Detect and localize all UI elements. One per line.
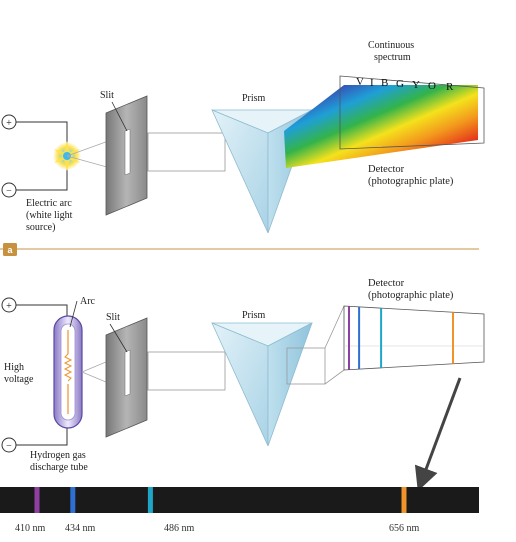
bottom-detector-plate xyxy=(343,305,485,371)
arc-pointer xyxy=(69,300,78,328)
spectrum-line-410 xyxy=(34,487,40,513)
top-prism-label: Prism xyxy=(242,93,266,104)
spectrum-strip-lines xyxy=(34,487,407,513)
top-minus-terminal: − xyxy=(1,182,17,198)
bottom-slit-plate xyxy=(105,317,148,438)
bottom-plus-terminal: + xyxy=(1,297,17,313)
tube-label-1: Hydrogen gas xyxy=(30,450,86,461)
vibgyor-v: V xyxy=(356,76,365,88)
vibgyor-o: O xyxy=(428,80,437,92)
top-beam xyxy=(147,132,226,172)
detector-spectral-lines xyxy=(348,306,454,370)
top-panel: + − Slit Prism xyxy=(1,40,485,234)
vibgyor-i: I xyxy=(370,77,375,89)
panel-divider: a xyxy=(0,243,479,256)
bottom-panel: + − Arc Slit xyxy=(1,278,485,492)
continuous-spectrum-beam xyxy=(284,85,478,168)
tube-label-2: discharge tube xyxy=(30,462,88,473)
bottom-detector-label-2: (photographic plate) xyxy=(368,290,454,301)
bottom-minus-sign: − xyxy=(6,441,12,452)
top-plus-terminal: + xyxy=(1,114,17,130)
spectrum-strip-background xyxy=(0,487,479,513)
source-label-3: source) xyxy=(26,222,55,233)
top-minus-sign: − xyxy=(6,186,12,197)
spectrum-line-434 xyxy=(70,487,76,513)
top-plus-sign: + xyxy=(6,118,12,129)
top-slit-plate xyxy=(105,95,148,216)
voltage-label-1: High xyxy=(4,362,24,373)
bottom-prism xyxy=(211,322,313,447)
wavelength-label-486: 486 nm xyxy=(164,523,195,534)
vibgyor-y: Y xyxy=(412,79,421,91)
arc-label: Arc xyxy=(80,296,96,307)
magnify-arrow xyxy=(414,377,462,492)
wavelength-label-434: 434 nm xyxy=(65,523,96,534)
vibgyor-g: G xyxy=(396,78,405,90)
voltage-label-2: voltage xyxy=(4,374,34,385)
top-prism xyxy=(211,109,313,234)
bottom-exit-beam xyxy=(286,347,326,385)
top-detector-label-2: (photographic plate) xyxy=(368,176,454,187)
spectrum-line-656 xyxy=(401,487,407,513)
continuous-spectrum-label-2: spectrum xyxy=(374,52,411,63)
bottom-beam xyxy=(147,351,226,391)
bottom-detector-label-1: Detector xyxy=(368,278,405,289)
vibgyor-r: R xyxy=(446,81,454,93)
wavelength-label-656: 656 nm xyxy=(389,523,420,534)
top-detector-label-1: Detector xyxy=(368,164,405,175)
panel-tag-a: a xyxy=(7,245,13,255)
source-label-2: (white light xyxy=(26,210,73,221)
top-slit-label: Slit xyxy=(100,90,114,101)
spectrum-line-486 xyxy=(147,487,153,513)
bottom-prism-label: Prism xyxy=(242,310,266,321)
bottom-minus-terminal: − xyxy=(1,437,17,453)
vibgyor-b: B xyxy=(381,77,389,89)
hydrogen-line-spectrum: 410 nm 434 nm 486 nm 656 nm xyxy=(0,487,479,534)
bottom-projection-lines xyxy=(324,305,345,385)
vibgyor-letters: V I B G Y O R xyxy=(356,76,454,93)
continuous-spectrum-label-1: Continuous xyxy=(368,40,414,51)
wavelength-label-410: 410 nm xyxy=(15,523,46,534)
top-circuit xyxy=(16,121,68,191)
bottom-plus-sign: + xyxy=(6,301,12,312)
bottom-circuit xyxy=(16,304,68,446)
spectrum-strip-labels: 410 nm 434 nm 486 nm 656 nm xyxy=(15,523,420,534)
hydrogen-discharge-tube xyxy=(53,315,83,429)
source-label-1: Electric arc xyxy=(26,198,72,209)
top-detector-plate xyxy=(339,75,485,150)
bottom-slit-label: Slit xyxy=(106,312,120,323)
